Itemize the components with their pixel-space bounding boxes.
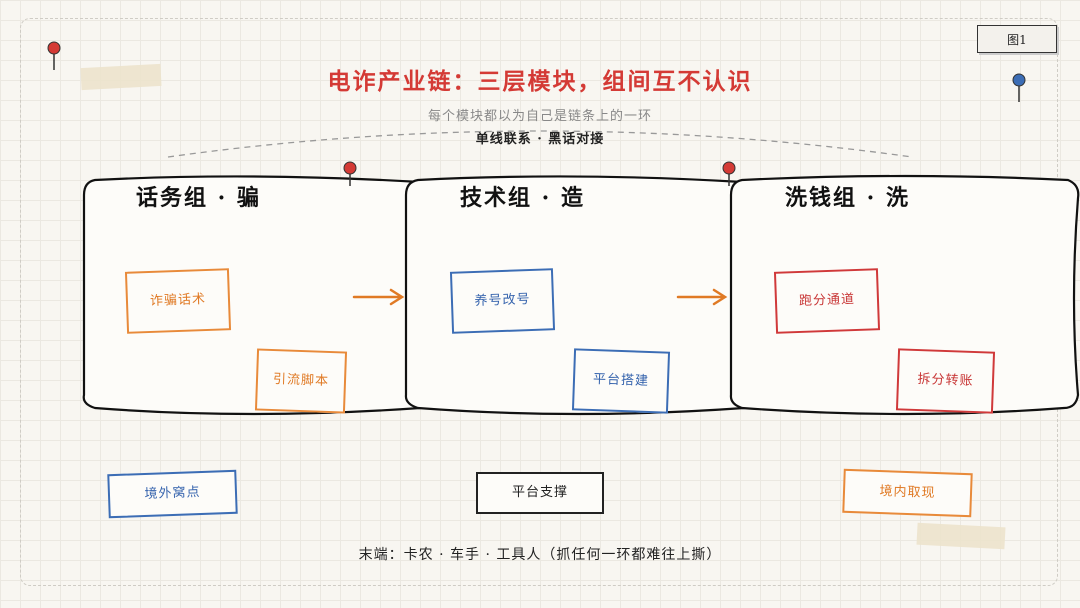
contact-note: 单线联系 · 黑话对接 (475, 132, 605, 147)
card-platform-support: 平台支撑 (476, 472, 604, 514)
pin-icon (722, 161, 736, 186)
card-platform: 平台搭建 (571, 348, 671, 414)
card-transfer: 拆分转账 (895, 348, 996, 414)
footer-note: 末端：卡农 · 车手 · 工具人（抓任何一环都难往上撕） (358, 547, 722, 563)
arrow-icon (676, 288, 728, 306)
card-overseas-base: 境外窝点 (107, 469, 238, 519)
card-traffic-script: 引流脚本 (254, 348, 348, 414)
page-title: 电诈产业链：三层模块，组间互不认识 (327, 68, 753, 95)
pin-icon (343, 161, 357, 186)
card-account: 养号改号 (449, 268, 556, 334)
arrow-icon (352, 288, 405, 306)
module-title-2: 技术组 · 造 (460, 185, 585, 211)
pin-icon (1012, 73, 1026, 102)
module-title-1: 话务组 · 骗 (136, 185, 261, 211)
card-channel: 跑分通道 (773, 268, 881, 334)
module-title-3: 洗钱组 · 洗 (785, 185, 910, 211)
page-subtitle: 每个模块都以为自己是链条上的一环 (427, 109, 652, 124)
card-script: 诈骗话术 (124, 268, 232, 334)
pin-icon (47, 41, 61, 70)
figure-label: 图1 (977, 25, 1057, 53)
card-domestic-cashout: 境内取现 (842, 468, 973, 518)
